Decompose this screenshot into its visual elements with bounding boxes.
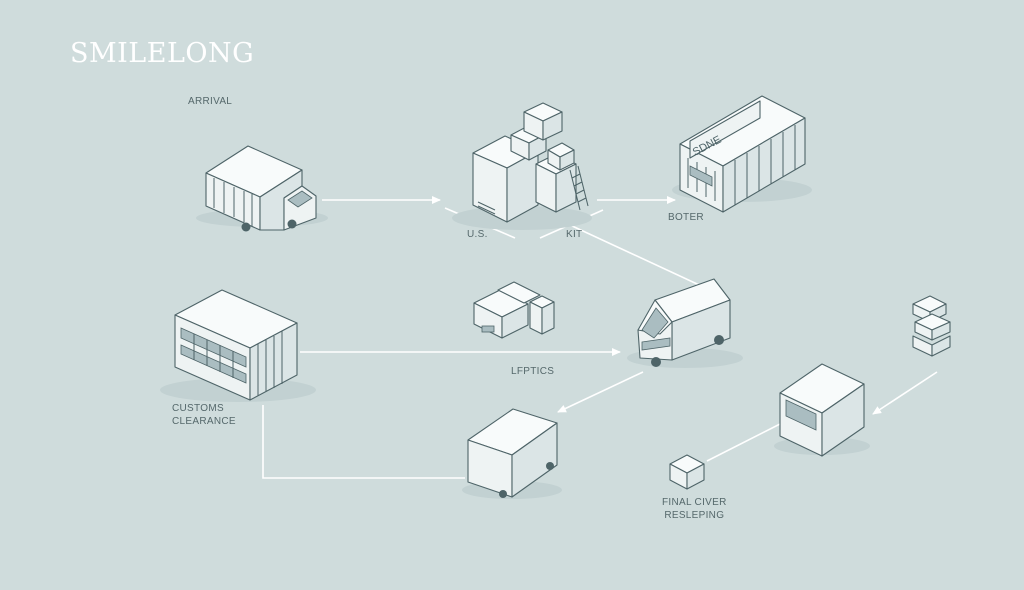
final-package-icon [669, 454, 705, 490]
delivery-van-icon [627, 278, 743, 368]
trailer-icon [462, 408, 562, 499]
us-label: U.S. [467, 229, 488, 240]
pallet-stack-icon [912, 295, 951, 357]
final-label-line2: RESLEPING [664, 509, 725, 521]
connector-warehouse-to-van [569, 224, 711, 291]
container-icon [774, 363, 870, 457]
customs-label: CUSTOMS CLEARANCE [172, 403, 236, 428]
arrival-truck-icon [196, 145, 328, 232]
customs-building-icon [160, 289, 316, 402]
warehouse-icon [452, 102, 592, 230]
packages-icon [473, 281, 555, 339]
customs-label-line1: CUSTOMS [172, 403, 224, 414]
kit-label: KIT [566, 229, 583, 240]
final-label-line1: FINAL CIVER [662, 497, 727, 508]
lfptics-label: LFPTICS [511, 366, 555, 377]
connector-pallets-to-container [872, 371, 938, 415]
connector-container-to-final [706, 423, 781, 462]
arrival-label: ARRIVAL [188, 96, 233, 107]
boter-label: BOTER [668, 212, 704, 223]
connector-van-to-trailer [557, 371, 644, 413]
brand-logo: SMILELONG [70, 38, 255, 69]
customs-label-line2: CLEARANCE [172, 415, 236, 427]
connector-customs-to-trailer [262, 405, 465, 479]
final-label: FINAL CIVER RESLEPING [662, 497, 727, 522]
store-building-icon [672, 95, 812, 213]
